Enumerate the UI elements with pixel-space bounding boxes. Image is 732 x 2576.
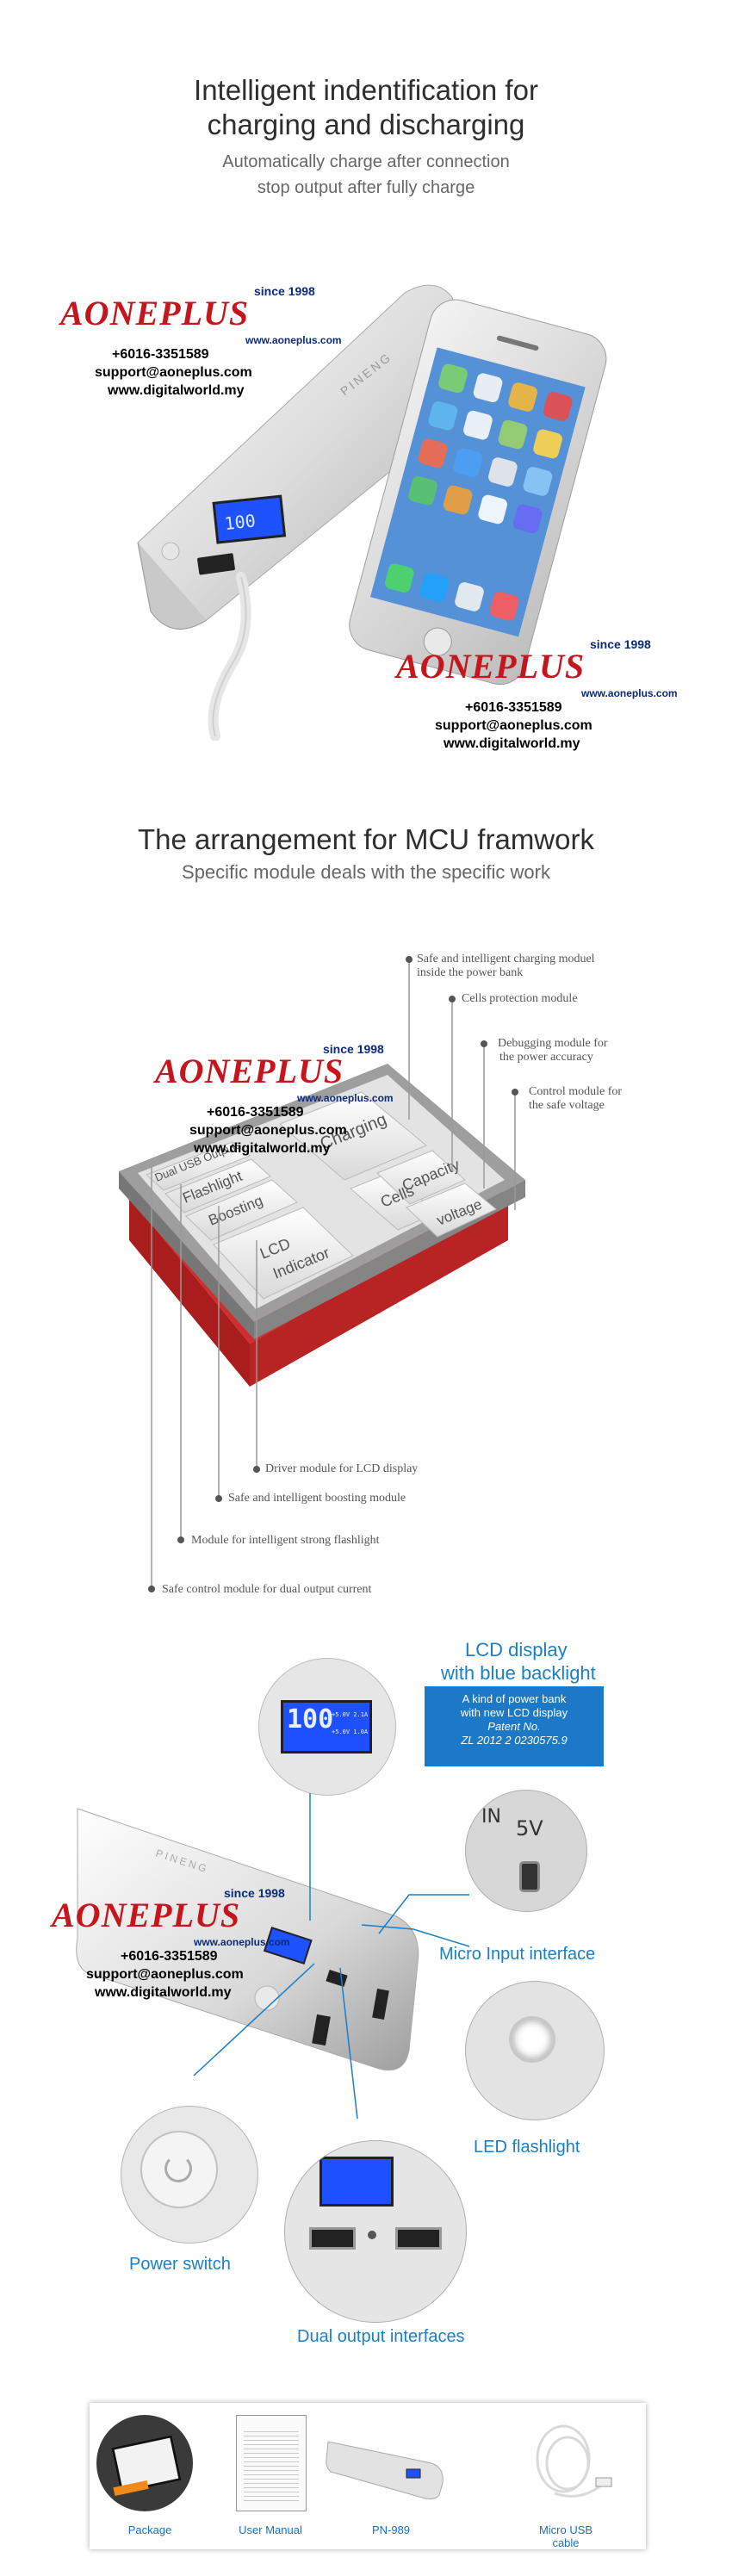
- watermark-since: since 1998: [254, 284, 315, 298]
- port-5v-label: 5V: [516, 1816, 543, 1840]
- lcd-screen: 100 +5.0V 2.1A +5.0V 1.0A: [281, 1700, 372, 1754]
- led-lens: [509, 2016, 555, 2063]
- watermark-site: www.digitalworld.my: [194, 1141, 331, 1156]
- user-manual-image: [236, 2415, 307, 2511]
- micro-usb-cable-image: [536, 2424, 612, 2498]
- power-switch-zoom-circle: [121, 2106, 258, 2244]
- section1-title-line2: charging and discharging: [207, 109, 525, 140]
- watermark-since: since 1998: [323, 1042, 384, 1056]
- patent-line3: Patent No.: [487, 1720, 541, 1733]
- lcd-reading: 100: [287, 1704, 334, 1735]
- callout-boosting: Safe and intelligent boosting module: [228, 1492, 406, 1505]
- lcd-title-line1: LCD display: [465, 1639, 568, 1660]
- power-icon: [164, 2155, 192, 2182]
- power-button: [140, 2131, 218, 2208]
- watermark-phone: +6016-3351589: [112, 347, 209, 362]
- lcd-out1: +5.0V 2.1A: [332, 1711, 369, 1718]
- callout-flashlight: Module for intelligent strong flashlight: [191, 1534, 380, 1547]
- dual-output-zoom-circle: [284, 2140, 467, 2323]
- label-user-manual: User Manual: [239, 2523, 302, 2536]
- mcu-chip-illustration: Charging Cells Capacity voltage Dual USB…: [119, 1064, 525, 1387]
- callout-debug-2: the power accuracy: [499, 1051, 593, 1064]
- pn989-image: [326, 2441, 444, 2499]
- section2-subtitle: Specific module deals with the specific …: [182, 861, 550, 883]
- callout-charging-1: Safe and intelligent charging moduel: [417, 953, 595, 965]
- section2-title: The arrangement for MCU framwork: [138, 823, 594, 855]
- micro-input-zoom-circle: IN 5V: [465, 1790, 587, 1912]
- watermark-site-small: www.aoneplus.com: [194, 1936, 290, 1948]
- powerbank-phone-illustration: PINENG 100: [137, 284, 607, 741]
- callout-debug-1: Debugging module for: [498, 1037, 608, 1050]
- port-in-label: IN: [481, 1806, 501, 1828]
- led-flashlight-label: LED flashlight: [474, 2138, 580, 2157]
- watermark-brand: AONEPLUS: [396, 647, 586, 686]
- manual-lines: [244, 2428, 299, 2502]
- watermark-phone: +6016-3351589: [465, 700, 562, 715]
- lcd-out2: +5.0V 1.0A: [332, 1729, 369, 1735]
- watermark-brand: AONEPLUS: [155, 1052, 344, 1090]
- watermark-brand: AONEPLUS: [52, 1896, 241, 1934]
- section1-title-line1: Intelligent indentification for: [194, 74, 538, 106]
- indicator-dot: [368, 2231, 376, 2239]
- powerbank-detail-illustration: PINENG: [76, 1808, 419, 2071]
- micro-usb-port: [519, 1861, 540, 1892]
- watermark-email: support@aoneplus.com: [95, 365, 252, 380]
- watermark-since: since 1998: [590, 637, 651, 651]
- callout-voltage-2: the safe voltage: [529, 1099, 605, 1112]
- label-micro-usb-cable: Micro USB cable: [538, 2523, 593, 2549]
- watermark-email: support@aoneplus.com: [189, 1123, 347, 1138]
- watermark-site: www.digitalworld.my: [95, 1985, 232, 2000]
- callout-leader-lines: [148, 956, 518, 1592]
- callout-lcd-driver: Driver module for LCD display: [265, 1462, 419, 1475]
- watermark-email: support@aoneplus.com: [435, 718, 592, 733]
- usb-port-1: [309, 2227, 356, 2250]
- watermark-brand: AONEPLUS: [60, 294, 250, 332]
- watermark-site: www.digitalworld.my: [108, 383, 245, 398]
- watermark-site-small: www.aoneplus.com: [245, 334, 342, 346]
- callout-dual-output: Safe control module for dual output curr…: [162, 1583, 372, 1596]
- patent-box: A kind of power bank with new LCD displa…: [425, 1686, 604, 1766]
- package-contents-box: Package User Manual PN-989 Micro USB cab…: [90, 2403, 646, 2549]
- patent-line1: A kind of power bank: [462, 1692, 567, 1705]
- watermark-email: support@aoneplus.com: [86, 1967, 244, 1982]
- callout-charging-2: inside the power bank: [417, 966, 524, 979]
- feature-pointer-lines: [193, 1793, 470, 2120]
- patent-line2: with new LCD display: [460, 1706, 568, 1719]
- power-switch-label: Power switch: [129, 2255, 231, 2274]
- label-package: Package: [127, 2523, 172, 2536]
- watermark-phone: +6016-3351589: [207, 1105, 304, 1120]
- watermark-site-small: www.aoneplus.com: [297, 1092, 394, 1104]
- watermark-site: www.digitalworld.my: [444, 736, 580, 751]
- patent-line4: ZL 2012 2 0230575.9: [461, 1734, 568, 1747]
- lcd-title-line2: with blue backlight: [441, 1662, 596, 1684]
- section1-subtitle-line1: Automatically charge after connection: [222, 152, 510, 171]
- label-pn989: PN-989: [371, 2523, 411, 2536]
- svg-text:100: 100: [223, 510, 256, 534]
- lcd-screen-small: [319, 2157, 394, 2207]
- section1-subtitle-line2: stop output after fully charge: [257, 178, 475, 197]
- callout-cells: Cells protection module: [462, 992, 578, 1005]
- dual-output-label: Dual output interfaces: [297, 2327, 465, 2346]
- lcd-zoom-circle: 100 +5.0V 2.1A +5.0V 1.0A: [258, 1658, 396, 1796]
- usb-port-2: [395, 2227, 442, 2250]
- callout-voltage-1: Control module for: [529, 1085, 623, 1098]
- watermark-since: since 1998: [224, 1886, 285, 1900]
- watermark-phone: +6016-3351589: [121, 1949, 218, 1964]
- micro-input-label: Micro Input interface: [439, 1945, 596, 1964]
- led-zoom-circle: [465, 1981, 605, 2120]
- package-image: [96, 2415, 193, 2511]
- watermark-site-small: www.aoneplus.com: [581, 687, 678, 699]
